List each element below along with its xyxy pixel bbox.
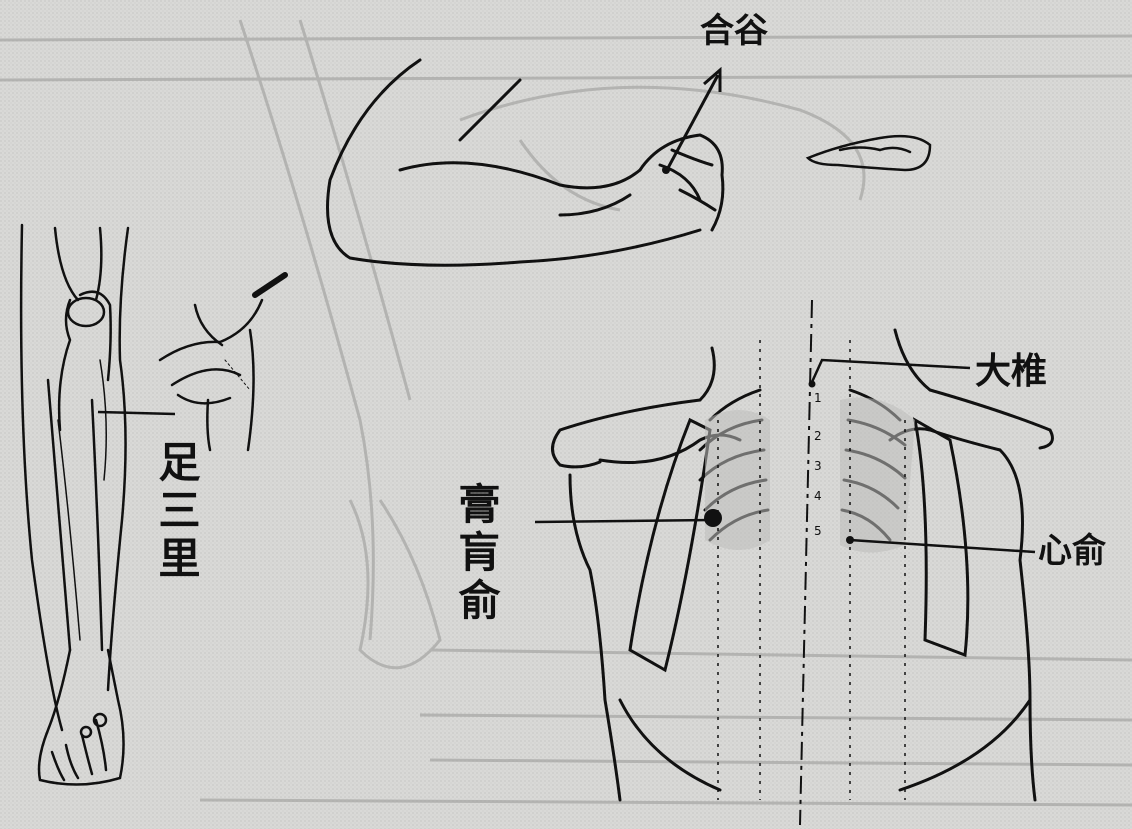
label-hegu: 合谷	[700, 14, 768, 48]
vertebra-number-3: 3	[814, 459, 822, 473]
vertebra-number-4: 4	[814, 489, 822, 503]
label-xinshu: 心俞	[1038, 534, 1106, 568]
hegu-point-marker	[662, 166, 670, 174]
vertebra-number-5: 5	[814, 524, 822, 538]
xinshu-point-marker	[846, 536, 854, 544]
vertebra-number-1: 1	[814, 391, 822, 405]
label-dazhui: 大椎	[975, 354, 1047, 390]
gaohuangshu-point-marker	[704, 509, 722, 527]
vertebra-number-2: 2	[814, 429, 822, 443]
label-zusanli: 足三里	[155, 440, 197, 584]
dazhui-point-marker	[809, 381, 816, 388]
label-gaohuangshu: 膏肓俞	[455, 482, 497, 626]
